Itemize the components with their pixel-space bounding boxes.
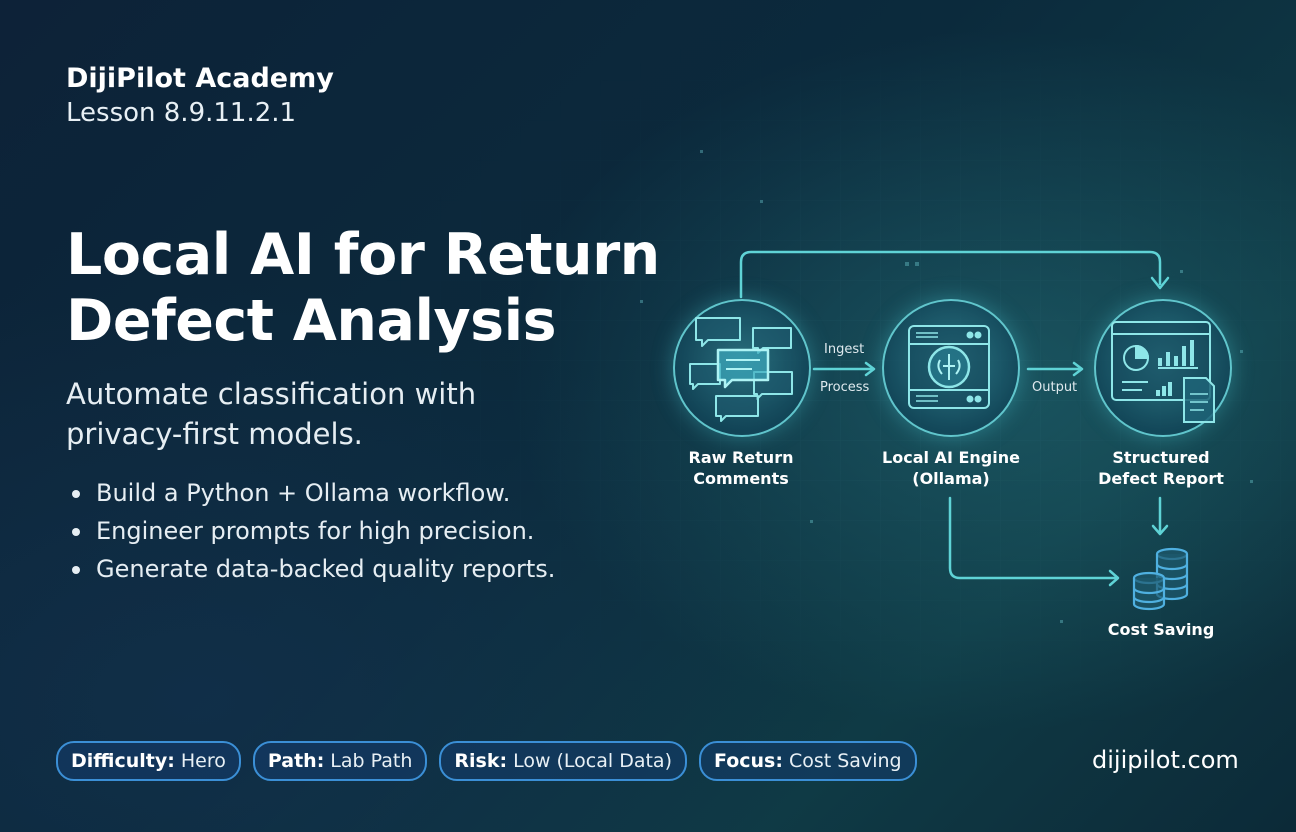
coin-stack-icon xyxy=(1132,547,1189,611)
bypass-connector xyxy=(739,250,1162,299)
bullet-dot-icon xyxy=(72,490,80,498)
list-item: Build a Python + Ollama workflow. xyxy=(66,474,555,512)
cost-saving-label: Cost Saving xyxy=(1107,620,1215,639)
edge-label-process: Process xyxy=(820,380,870,395)
bullet-dot-icon xyxy=(72,566,80,574)
title-line-2: Defect Analysis xyxy=(66,288,557,354)
subtitle: Automate classification with privacy-fir… xyxy=(66,374,586,454)
path-tag: Path:Lab Path xyxy=(252,741,428,781)
ingest-arrow-icon xyxy=(864,361,876,377)
title-line-1: Local AI for Return xyxy=(66,222,660,288)
tag-list: Difficulty:Hero Path:Lab Path Risk:Low (… xyxy=(56,741,917,781)
server-brain-icon xyxy=(908,325,990,409)
engine-to-cost-connector xyxy=(948,496,1118,580)
chat-bubbles-icon xyxy=(689,317,793,422)
bullet-dot-icon xyxy=(72,528,80,536)
ai-engine-label: Local AI Engine (Ollama) xyxy=(882,448,1020,488)
lesson-number: Lesson 8.9.11.2.1 xyxy=(66,98,297,128)
focus-tag: Focus:Cost Saving xyxy=(699,741,917,781)
feature-list: Build a Python + Ollama workflow. Engine… xyxy=(66,474,555,588)
risk-tag: Risk:Low (Local Data) xyxy=(439,741,687,781)
raw-comments-label: Raw Return Comments xyxy=(688,448,794,488)
output-arrow-icon xyxy=(1072,361,1084,377)
difficulty-tag: Difficulty:Hero xyxy=(56,741,241,781)
subtitle-line-2: privacy-first models. xyxy=(66,417,363,451)
page-title: Local AI for Return Defect Analysis xyxy=(66,222,666,354)
list-item: Engineer prompts for high precision. xyxy=(66,512,555,550)
bypass-arrow-icon xyxy=(1150,276,1170,290)
brand-name: DijiPilot Academy xyxy=(66,63,334,94)
edge-label-output: Output xyxy=(1032,380,1078,395)
edge-label-ingest: Ingest xyxy=(824,342,865,357)
report-dashboard-icon xyxy=(1111,321,1215,423)
brand-block: DijiPilot Academy Lesson 8.9.11.2.1 xyxy=(66,62,334,130)
engine-to-cost-arrow-icon xyxy=(1108,569,1120,587)
report-to-cost-arrow-icon xyxy=(1151,524,1169,536)
subtitle-line-1: Automate classification with xyxy=(66,377,477,411)
list-item: Generate data-backed quality reports. xyxy=(66,550,555,588)
defect-report-label: Structured Defect Report xyxy=(1098,448,1224,488)
website-link[interactable]: dijipilot.com xyxy=(1092,746,1239,774)
